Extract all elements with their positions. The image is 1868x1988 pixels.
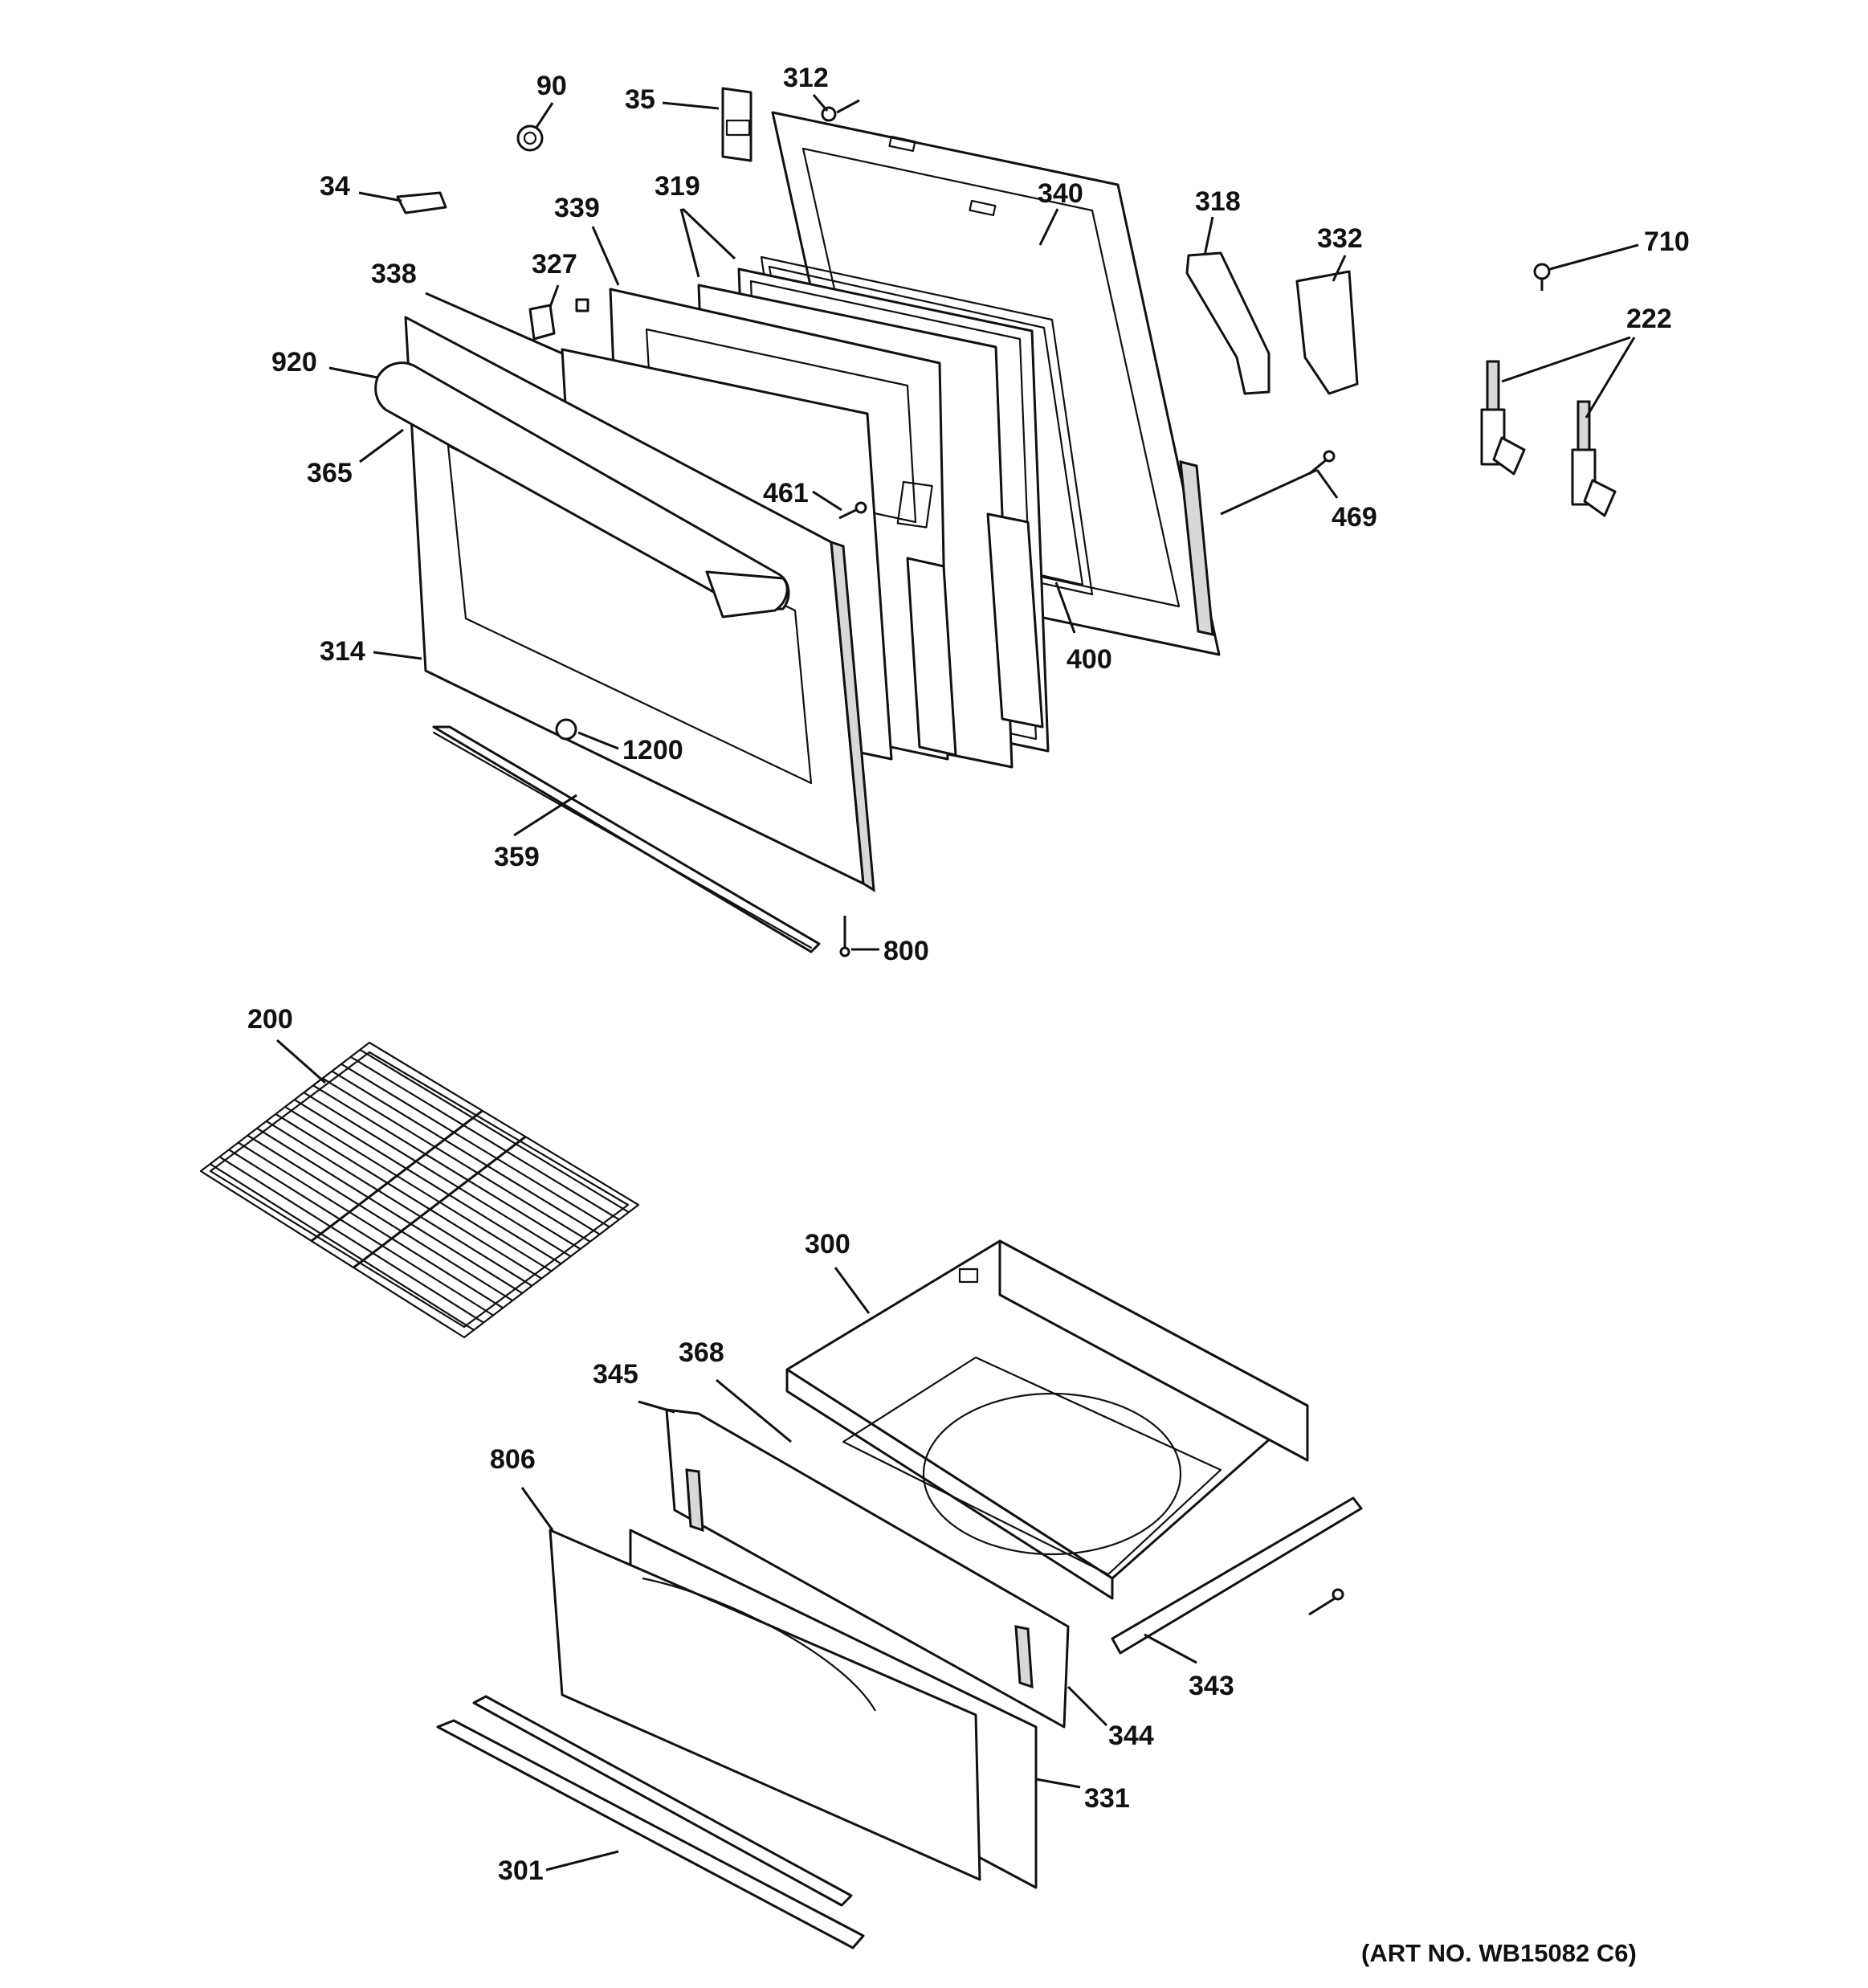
drawer-slide-343 [1111, 1496, 1363, 1655]
tab-327 [575, 298, 589, 312]
callout-340: 340 [1038, 178, 1083, 209]
rack-wire [350, 1055, 620, 1221]
drawer-box-300 [785, 1239, 1309, 1600]
callout-343: 343 [1189, 1671, 1234, 1701]
drawer-trim-301 [436, 1695, 865, 1949]
rack-cross-bar [310, 1109, 483, 1243]
callout-344: 344 [1108, 1721, 1154, 1751]
rack-wire [210, 1163, 475, 1331]
door-gasket-318 [1185, 251, 1270, 395]
callout-332: 332 [1317, 223, 1363, 254]
callout-35: 35 [625, 84, 655, 115]
rack-wire [359, 1048, 630, 1214]
screw-800 [839, 916, 850, 957]
door-handle-920 [374, 361, 790, 618]
oven-rack-200 [199, 1041, 640, 1339]
rack-wire [303, 1092, 572, 1258]
callout-312: 312 [783, 63, 829, 93]
callout-200: 200 [247, 1004, 293, 1035]
callout-800: 800 [883, 936, 929, 966]
callout-338: 338 [371, 259, 417, 289]
callout-710: 710 [1644, 227, 1690, 257]
callout-1200: 1200 [622, 735, 683, 765]
leader-lines [276, 94, 1639, 1872]
rack-wire [266, 1120, 532, 1287]
callout-806: 806 [490, 1444, 536, 1475]
door-hinge-222-a [1480, 360, 1526, 476]
callout-469: 469 [1332, 502, 1377, 533]
callout-319: 319 [655, 171, 700, 202]
callout-222: 222 [1626, 304, 1672, 334]
rack-wire [275, 1112, 543, 1280]
callout-labels: 90 35 312 34 339 319 340 318 332 710 338… [247, 63, 1690, 1967]
screw-312 [821, 99, 860, 122]
rack-wire [256, 1127, 523, 1294]
callout-314: 314 [320, 636, 365, 667]
callout-90: 90 [536, 71, 567, 101]
rack-wire [312, 1084, 581, 1250]
callout-359: 359 [494, 842, 540, 872]
drawer-front-806 [549, 1529, 981, 1881]
callout-920: 920 [271, 347, 317, 378]
hinge-receptacle-35 [721, 87, 753, 162]
callout-327: 327 [532, 249, 577, 280]
screw-343 [1308, 1588, 1344, 1616]
screw-710 [1533, 263, 1551, 291]
callout-339: 339 [554, 193, 600, 223]
bracket-34 [396, 191, 447, 214]
callout-300: 300 [805, 1229, 850, 1259]
insulation-332 [1295, 270, 1359, 395]
inner-drawer-front-345 [665, 1408, 1070, 1729]
callout-331: 331 [1084, 1783, 1130, 1814]
screw-469 [1308, 450, 1336, 476]
rack-wire [238, 1141, 504, 1309]
bushing-90 [516, 125, 544, 152]
rack-wire [284, 1106, 553, 1272]
rack-wire [247, 1134, 513, 1302]
callout-461: 461 [763, 478, 809, 508]
rack-wire [341, 1063, 610, 1228]
callout-400: 400 [1067, 644, 1112, 675]
clip-327 [528, 304, 556, 341]
rack-wire [331, 1070, 601, 1235]
callout-301: 301 [498, 1855, 544, 1886]
rack-wire [228, 1149, 494, 1316]
door-hinge-222-b [1571, 400, 1617, 517]
callout-318: 318 [1195, 186, 1241, 217]
callout-34: 34 [320, 171, 350, 202]
door-trim-359-edge [432, 731, 813, 949]
callout-345: 345 [593, 1359, 638, 1390]
rack-wire [322, 1077, 591, 1243]
callout-365: 365 [307, 458, 353, 488]
art-number: (ART NO. WB15082 C6) [1361, 1939, 1637, 1967]
callout-368: 368 [679, 1337, 724, 1368]
screw-461 [838, 501, 867, 520]
rack-wire [294, 1099, 562, 1265]
rack-cross-bar [353, 1135, 527, 1269]
rack-wire [218, 1156, 484, 1324]
